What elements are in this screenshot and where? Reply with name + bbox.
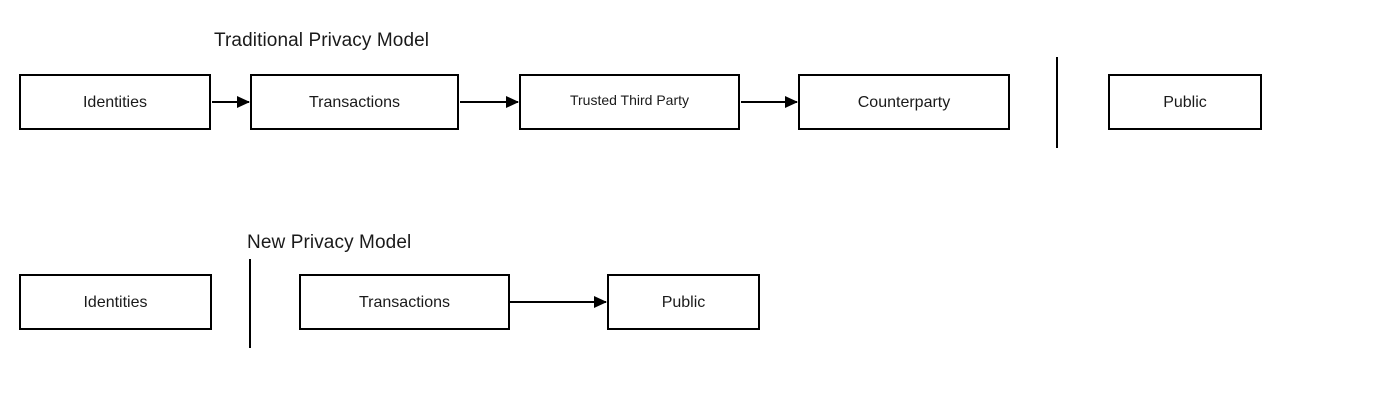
node-label: Public — [661, 293, 706, 311]
edge-transactions-to-trusted-third-party — [460, 101, 518, 103]
node-traditional-counterparty[interactable]: Counterparty — [798, 74, 1010, 130]
node-label: Identities — [83, 293, 148, 311]
node-label: Counterparty — [857, 93, 951, 111]
edge-trusted-third-party-to-counterparty — [741, 101, 797, 103]
section-title-traditional: Traditional Privacy Model — [214, 30, 430, 51]
edge-transactions-to-public — [510, 301, 606, 303]
node-traditional-trusted-third-party[interactable]: Trusted Third Party — [519, 74, 740, 130]
edge-identities-to-transactions — [212, 101, 249, 103]
node-traditional-identities[interactable]: Identities — [19, 74, 211, 130]
node-traditional-public[interactable]: Public — [1108, 74, 1262, 130]
section-divider-traditional — [1056, 57, 1058, 148]
node-label: Identities — [82, 93, 148, 111]
section-title-new: New Privacy Model — [247, 232, 412, 253]
node-new-transactions[interactable]: Transactions — [299, 274, 510, 330]
node-new-public[interactable]: Public — [607, 274, 760, 330]
section-divider-new — [249, 259, 251, 348]
node-label: Public — [1163, 93, 1207, 111]
node-new-identities[interactable]: Identities — [19, 274, 212, 330]
node-label: Transactions — [309, 93, 400, 111]
node-label: Trusted Third Party — [569, 92, 690, 108]
node-label: Transactions — [359, 293, 450, 311]
node-traditional-transactions[interactable]: Transactions — [250, 74, 459, 130]
